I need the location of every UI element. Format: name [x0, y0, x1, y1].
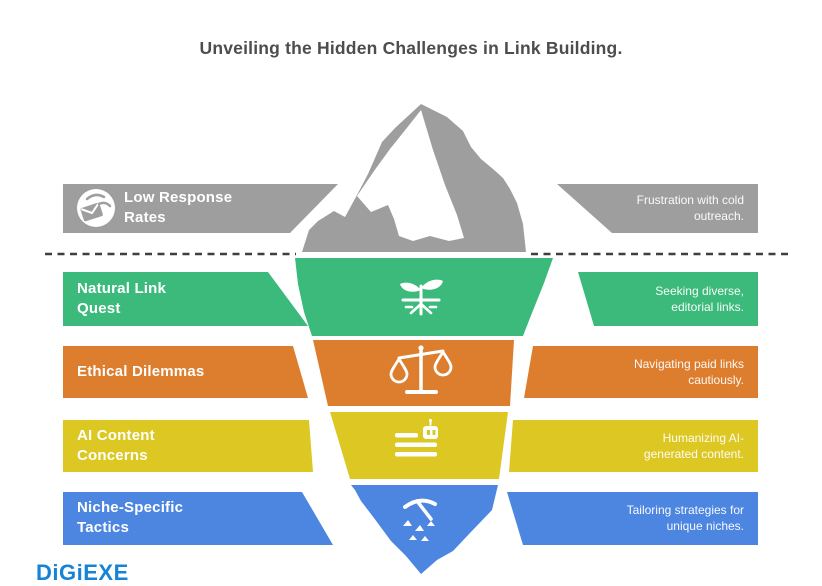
desc-ethical-dilemmas: Navigating paid links cautiously.	[633, 357, 744, 387]
band-left-ethical	[63, 346, 308, 398]
desc-niche-tactics: Tailoring strategies for unique niches.	[626, 503, 744, 533]
cold-outreach-globe-icon	[77, 189, 115, 227]
band-right-ethical	[524, 346, 758, 398]
balance-scale-icon	[389, 345, 453, 394]
snow-patch	[357, 110, 464, 241]
iceberg-peak	[302, 104, 526, 252]
label-ai-content: AI Content Concerns	[77, 427, 155, 464]
desc-ai-content: Humanizing AI-generated content.	[643, 431, 744, 461]
desc-low-response: Frustration with cold outreach.	[636, 193, 744, 223]
label-niche-tactics: Niche-Specific Tactics	[77, 499, 184, 536]
plant-growth-icon	[400, 279, 443, 316]
iceberg-segment-niche-tip	[351, 485, 498, 574]
page-title: Unveiling the Hidden Challenges in Link …	[199, 38, 623, 58]
label-low-response: Low Response Rates	[124, 189, 233, 226]
brand-logo: DiGiEXE	[36, 560, 129, 585]
band-right-natural-link	[578, 272, 758, 326]
band-left-natural-link	[63, 272, 308, 326]
iceberg-segment-ethical	[313, 340, 514, 406]
label-ethical-dilemmas: Ethical Dilemmas	[77, 363, 205, 380]
label-natural-link: Natural Link Quest	[77, 280, 167, 317]
band-left-niche	[63, 492, 333, 545]
band-right-niche	[507, 492, 758, 545]
iceberg-segment-natural-link	[295, 258, 553, 336]
ai-robot-document-icon	[395, 418, 438, 457]
band-right-low-response	[557, 184, 758, 233]
band-left-low-response	[63, 184, 338, 233]
band-left-ai-content	[63, 420, 313, 472]
desc-natural-link: Seeking diverse, editorial links.	[655, 284, 744, 314]
pickaxe-mining-icon	[403, 498, 437, 541]
band-right-ai-content	[509, 420, 758, 472]
